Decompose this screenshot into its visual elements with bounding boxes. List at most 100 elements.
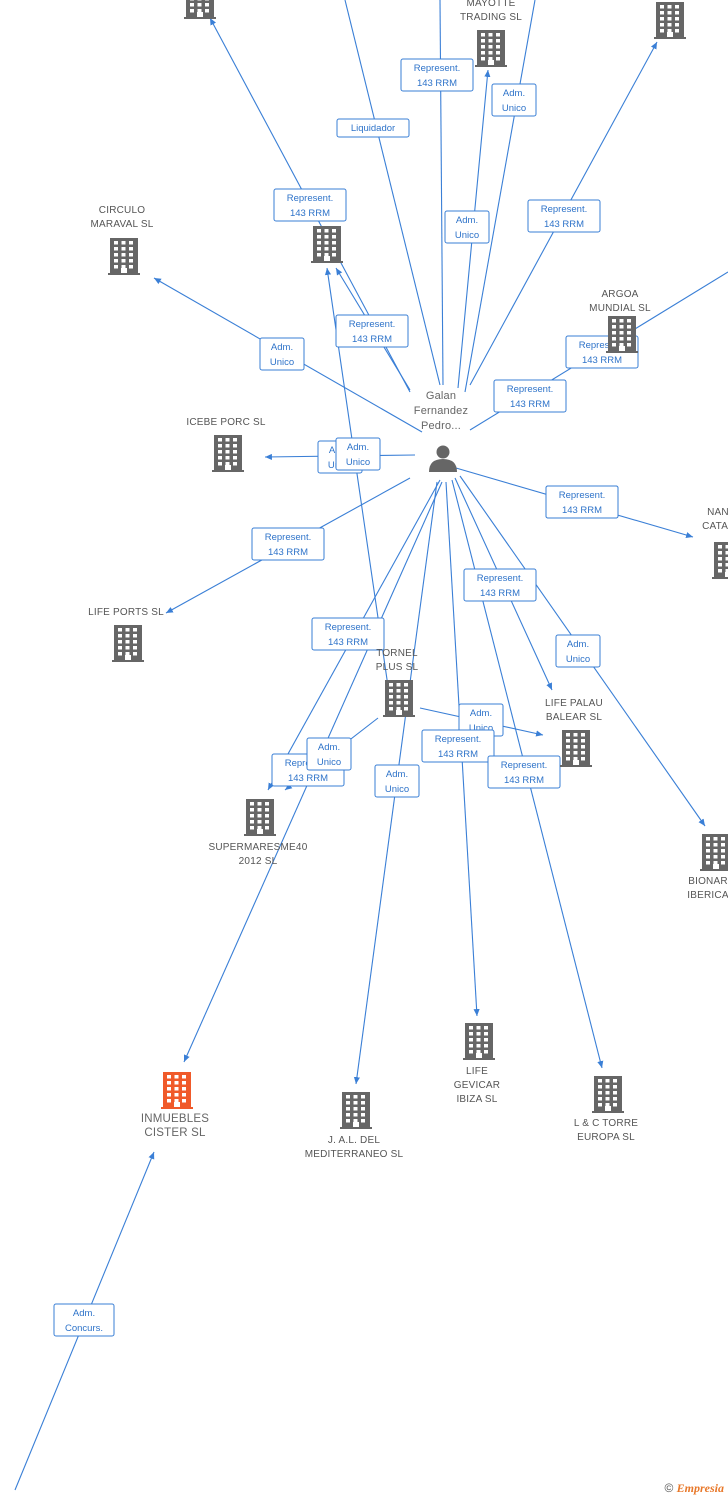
edge-label-text: 143 RRM (504, 775, 544, 786)
building-icon[interactable] (311, 226, 343, 263)
edge-label[interactable]: Represent.143 RRM (335, 314, 409, 348)
company-name-line: LIFE PORTS SL (88, 607, 164, 618)
edge-label[interactable]: Adm. Unico (374, 764, 420, 798)
building-icon[interactable] (463, 1023, 495, 1060)
company-node-bionar[interactable]: BIONAR IBERICA (687, 834, 728, 901)
edge-label-text: Represent. (414, 63, 460, 74)
edge-label-text: Unico (317, 757, 341, 768)
edge-labels-layer: Represent.143 RRMAdm.UnicoLiquidadorRepr… (53, 58, 639, 1337)
edge-label-text: 143 RRM (438, 749, 478, 760)
edge-label[interactable]: Represent.143 RRM (421, 729, 495, 763)
company-name-line: INMUEBLES (141, 1113, 209, 1125)
company-node-lifeports[interactable]: LIFE PORTS SL (88, 607, 164, 662)
company-node-mayotte[interactable]: MAYOTTE TRADING SL (460, 0, 522, 67)
edge-label[interactable]: Represent. 143 RRM (527, 199, 601, 233)
edge-label-text: Represent. (325, 622, 371, 633)
company-name-line: BIONAR (688, 876, 728, 887)
focus-building-icon[interactable] (161, 1072, 193, 1109)
person-icon (429, 445, 457, 472)
edge-label-text: Unico (502, 103, 526, 114)
edge-label-text: 143 RRM (268, 547, 308, 558)
company-name-line: MAYOTTE (467, 0, 516, 9)
edge-label-text: Unico (455, 230, 479, 241)
edge-label[interactable]: Represent.143 RRM (545, 485, 619, 519)
edge-label[interactable]: Adm.Unico (458, 703, 504, 737)
edge-label[interactable]: Adm.Unico (306, 737, 352, 771)
edge-label-text: Adm. (456, 215, 478, 226)
building-icon[interactable] (108, 238, 140, 275)
edge-label[interactable]: Adm. Unico (444, 210, 490, 244)
building-icon[interactable] (654, 2, 686, 39)
edge-label[interactable]: Represent.143 RRM (487, 755, 561, 789)
edge-label-text: Represent. (507, 384, 553, 395)
edge-label[interactable]: Represent.143 RRM (251, 527, 325, 561)
building-icon[interactable] (475, 30, 507, 67)
edge-label[interactable]: Adm.Unico (259, 337, 305, 371)
company-node-icebe[interactable]: ICEBE PORC SL (186, 417, 266, 472)
edge-label[interactable]: Adm.Unico (335, 437, 381, 471)
building-icon[interactable] (712, 542, 728, 579)
edge-label-text: Unico (469, 723, 493, 734)
company-name-line: BALEAR SL (546, 712, 603, 723)
edge-label-text: 143 RRM (544, 219, 584, 230)
building-icon[interactable] (184, 0, 216, 19)
building-icon[interactable] (606, 316, 638, 353)
building-icon[interactable] (244, 799, 276, 836)
edge-label-text: Represent. (541, 204, 587, 215)
building-icon[interactable] (560, 730, 592, 767)
building-icon[interactable] (592, 1076, 624, 1113)
edge-label[interactable]: Adm.Concurs. (53, 1303, 115, 1337)
edge-label[interactable]: Represent.143 RRM (463, 568, 537, 602)
company-name-line: IBERICA (687, 890, 728, 901)
edge-label-text: Unico (385, 784, 409, 795)
company-name-line: MARAVAL SL (91, 219, 154, 230)
company-name-line: MUNDIAL SL (589, 303, 651, 314)
company-node-top-left[interactable] (184, 0, 216, 19)
person-name-line: Pedro... (421, 420, 461, 432)
company-node-mid-upper[interactable] (311, 226, 343, 263)
building-icon[interactable] (212, 435, 244, 472)
edge-label-text: Unico (346, 457, 370, 468)
building-icon[interactable] (340, 1092, 372, 1129)
building-icon[interactable] (700, 834, 728, 871)
building-icon[interactable] (383, 680, 415, 717)
edge-label[interactable]: Represent.143 RRM (311, 617, 385, 651)
edge-label-text: 143 RRM (480, 588, 520, 599)
edge-label-text: 143 RRM (417, 78, 457, 89)
edge-label[interactable]: Adm.Unico (555, 634, 601, 668)
company-name-line: TRADING SL (460, 12, 522, 23)
edge-label-text: 143 RRM (288, 773, 328, 784)
edge-label-text: Represent. (579, 340, 625, 351)
credit[interactable]: © Empresia (664, 1481, 724, 1496)
copyright-symbol: © (664, 1481, 674, 1495)
building-icon[interactable] (112, 625, 144, 662)
edge-label[interactable]: Represent. 143 RRM (400, 58, 474, 92)
edge-label-text: Adm. (386, 769, 408, 780)
edge-label[interactable]: Adm. Unico (491, 83, 537, 117)
edge-label[interactable]: Represent.143 RRM (273, 188, 347, 222)
edge-label-text: Adm. (503, 88, 525, 99)
person-node[interactable]: GalanFernandezPedro... (414, 390, 468, 472)
edge-label-text: Unico (566, 654, 590, 665)
company-node-top-right[interactable] (654, 2, 686, 39)
edge-label[interactable]: Liquidador (336, 118, 410, 138)
person-name-line: Galan (426, 390, 456, 402)
company-name-line: NAN (707, 507, 728, 518)
edge-label[interactable]: Represent.143 RRM (493, 379, 567, 413)
edge-label-text: Represent. (349, 319, 395, 330)
person-name-line: Fernandez (414, 405, 468, 417)
company-name-line: SUPERMARESME40 (209, 842, 308, 853)
brand-logo: Empresia (676, 1481, 724, 1495)
